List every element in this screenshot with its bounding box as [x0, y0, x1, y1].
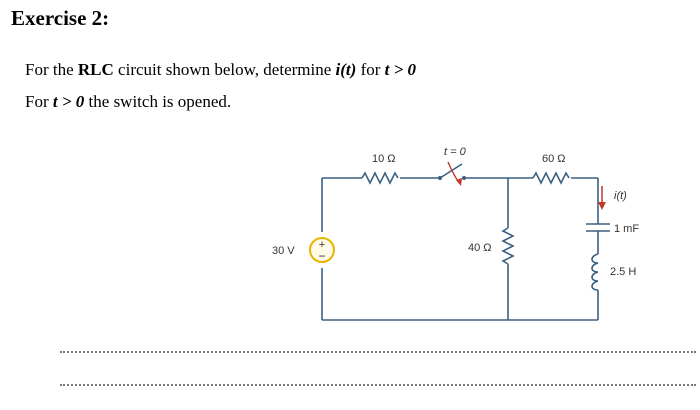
rlc-term: RLC	[77, 60, 114, 79]
line2-prefix: For	[25, 92, 53, 111]
r3-label: 40 Ω	[468, 242, 492, 254]
current-term: i(t)	[335, 60, 357, 79]
source-minus-sign: −	[318, 249, 325, 263]
resistor-60-ohm	[532, 171, 570, 185]
line1-prefix: For the	[25, 60, 78, 79]
switch-label: t = 0	[444, 146, 467, 158]
current-label: i(t)	[614, 190, 627, 202]
source-plus-sign: +	[319, 239, 325, 251]
line1-for: for	[356, 60, 385, 79]
time-condition-2: t > 0	[52, 92, 85, 111]
resistor-40-ohm	[501, 227, 515, 265]
switch-arrowhead	[456, 178, 462, 186]
inductor-label: 2.5 H	[610, 266, 636, 278]
r2-label: 60 Ω	[542, 153, 566, 165]
answer-line-1	[60, 351, 696, 353]
resistor-10-ohm	[361, 171, 399, 185]
problem-statement-line2: For t > 0 the switch is opened.	[25, 92, 231, 112]
line1-mid: circuit shown below, determine	[113, 60, 336, 79]
time-condition: t > 0	[384, 60, 417, 79]
switch-contact-right	[462, 176, 466, 180]
switch-contact-left	[438, 176, 442, 180]
line2-suffix: the switch is opened.	[84, 92, 232, 111]
problem-statement-line1: For the RLC circuit shown below, determi…	[25, 60, 416, 80]
capacitor-label: 1 mF	[614, 223, 639, 235]
inductor-coil	[591, 253, 599, 291]
source-label: 30 V	[272, 245, 295, 257]
exercise-title: Exercise 2:	[11, 6, 110, 30]
r1-label: 10 Ω	[372, 153, 396, 165]
answer-line-2	[60, 384, 696, 386]
switch-blade	[439, 163, 463, 179]
voltage-source	[309, 237, 335, 263]
current-arrowhead	[598, 202, 606, 210]
